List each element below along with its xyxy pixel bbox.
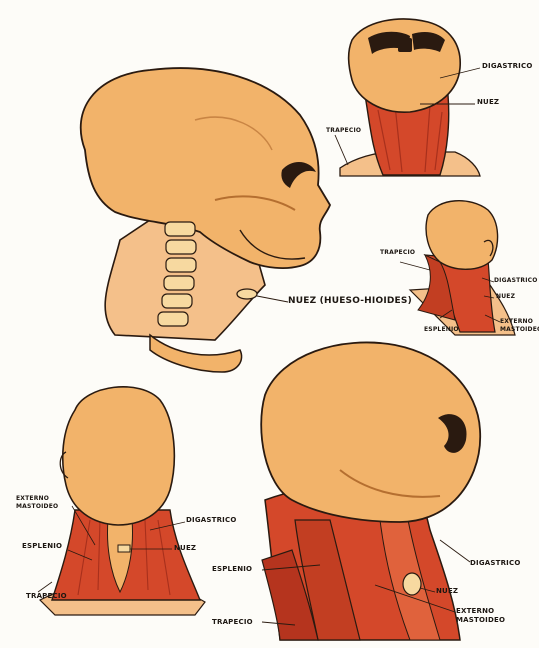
head-fig5 bbox=[261, 342, 480, 522]
label-esplenio-fig4: ESPLENIO bbox=[22, 543, 62, 550]
trapecio-leader-fig3 bbox=[400, 262, 430, 270]
figure-back-three-quarter bbox=[400, 201, 515, 335]
figure-head-from-below bbox=[335, 19, 480, 176]
hyoid-leader-line bbox=[257, 296, 288, 302]
label-externo-mastoideo-fig4: EXTERNO MASTOIDEO bbox=[16, 495, 66, 511]
label-nuez-fig3: NUEZ bbox=[496, 294, 515, 300]
label-digastrico-fig5: DIGASTRICO bbox=[470, 560, 520, 567]
label-esplenio-fig3: ESPLENIO bbox=[424, 327, 459, 333]
figure-skull-profile bbox=[81, 68, 330, 372]
head-below-skull bbox=[349, 19, 461, 112]
hyoid-fig4 bbox=[118, 545, 130, 552]
clavicle-shape bbox=[150, 335, 242, 372]
label-esplenio-fig5: ESPLENIO bbox=[212, 566, 252, 573]
label-trapecio-fig4: TRAPECIO bbox=[26, 593, 67, 600]
digastrico-leader-fig5 bbox=[440, 540, 470, 562]
figure-large-three-quarter bbox=[261, 342, 480, 640]
label-nuez-fig4: NUEZ bbox=[174, 545, 196, 552]
label-nuez-hueso-hioides: NUEZ (HUESO-HIOIDES) bbox=[288, 297, 412, 306]
head-fig3 bbox=[426, 201, 498, 270]
label-trapecio-fig5: TRAPECIO bbox=[212, 619, 253, 626]
label-digastrico-fig2: DIGASTRICO bbox=[482, 63, 532, 70]
nose-cavity-below bbox=[398, 38, 412, 52]
label-externo-mastoideo-fig3: EXTERNO MASTOIDEO bbox=[500, 318, 532, 334]
label-externo-mastoideo-fig5: EXTERNO MASTOIDEO bbox=[456, 607, 526, 625]
label-digastrico-fig4: DIGASTRICO bbox=[186, 517, 236, 524]
hyoid-bone bbox=[237, 289, 257, 299]
label-digastrico-fig3: DIGASTRICO bbox=[494, 278, 538, 284]
label-nuez-fig2: NUEZ bbox=[477, 99, 499, 106]
label-trapecio-fig3: TRAPECIO bbox=[380, 250, 415, 256]
label-nuez-fig5: NUEZ bbox=[436, 588, 458, 595]
trapecio-leader-fig2 bbox=[335, 135, 348, 165]
label-trapecio-fig2: TRAPECIO bbox=[326, 128, 361, 134]
trapecio-leader-fig4 bbox=[38, 582, 52, 592]
adams-apple-fig5 bbox=[403, 573, 421, 595]
head-fig4 bbox=[63, 387, 175, 525]
